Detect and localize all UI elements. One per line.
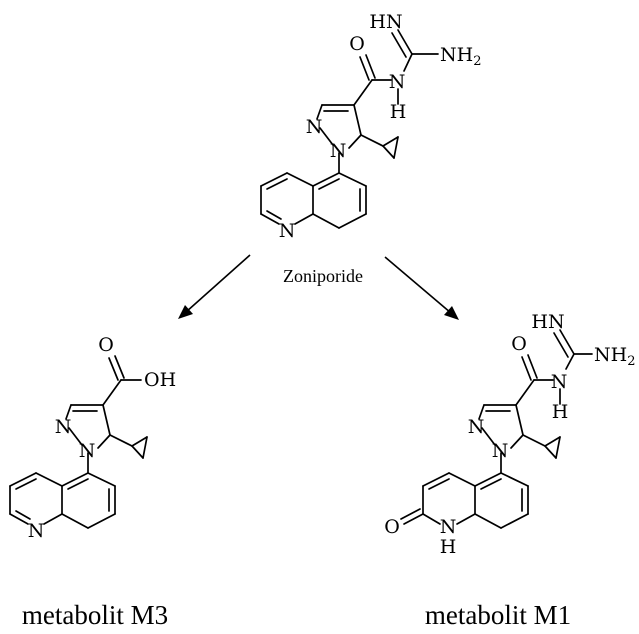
parent-compound-label: Zoniporide: [283, 266, 363, 286]
atom-O: O: [511, 333, 527, 355]
atom-HN: HN: [369, 11, 402, 33]
atom-N: N: [55, 416, 72, 438]
atom-H: H: [440, 536, 457, 558]
atom-OH: OH: [144, 369, 176, 391]
atom-N: N: [306, 116, 323, 138]
m3-label: metabolit M3: [22, 600, 168, 630]
atom-H: H: [390, 101, 407, 123]
atom-N: N: [468, 416, 485, 438]
atom-N: N: [389, 71, 406, 93]
atom-NH: NH2: [440, 44, 481, 69]
atom-N: N: [28, 520, 45, 542]
atom-N: N: [330, 140, 347, 162]
atom-H: H: [552, 401, 569, 423]
atom-O: O: [349, 33, 365, 55]
m1-structure: [400, 329, 593, 529]
atom-N: N: [440, 516, 457, 538]
m1-label: metabolit M1: [425, 600, 571, 630]
arrow-to-m1: [384, 256, 459, 320]
atom-O: O: [98, 334, 114, 356]
atom-O: O: [384, 516, 400, 538]
m3-structure: [9, 355, 148, 529]
atom-N: N: [279, 220, 296, 242]
atom-HN: HN: [531, 311, 564, 333]
atom-N: N: [492, 440, 509, 462]
arrow-to-m3: [178, 254, 251, 319]
zoniporide-structure: [260, 29, 439, 229]
atom-N: N: [551, 371, 568, 393]
atom-N: N: [79, 440, 96, 462]
atom-NH: NH2: [594, 344, 635, 369]
